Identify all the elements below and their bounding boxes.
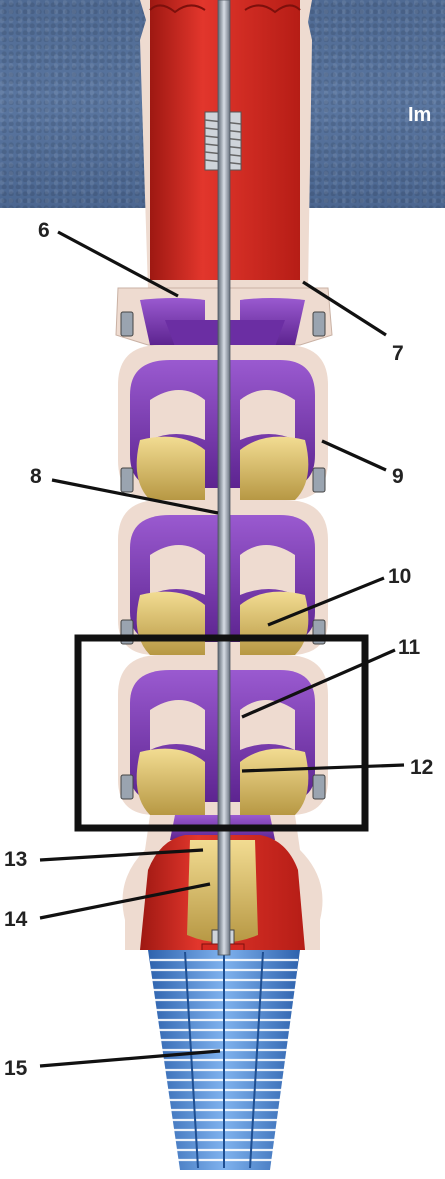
callout-13: 13: [4, 849, 27, 870]
callout-8: 8: [30, 466, 42, 487]
strainer: [148, 950, 300, 1170]
callout-12: 12: [410, 757, 433, 778]
callout-14: 14: [4, 909, 27, 930]
callout-10: 10: [388, 566, 411, 587]
callout-15: 15: [4, 1058, 27, 1079]
callout-11: 11: [398, 637, 420, 658]
callout-9: 9: [392, 466, 404, 487]
callout-6: 6: [38, 220, 50, 241]
callout-7: 7: [392, 343, 404, 364]
shaft: [218, 0, 230, 955]
